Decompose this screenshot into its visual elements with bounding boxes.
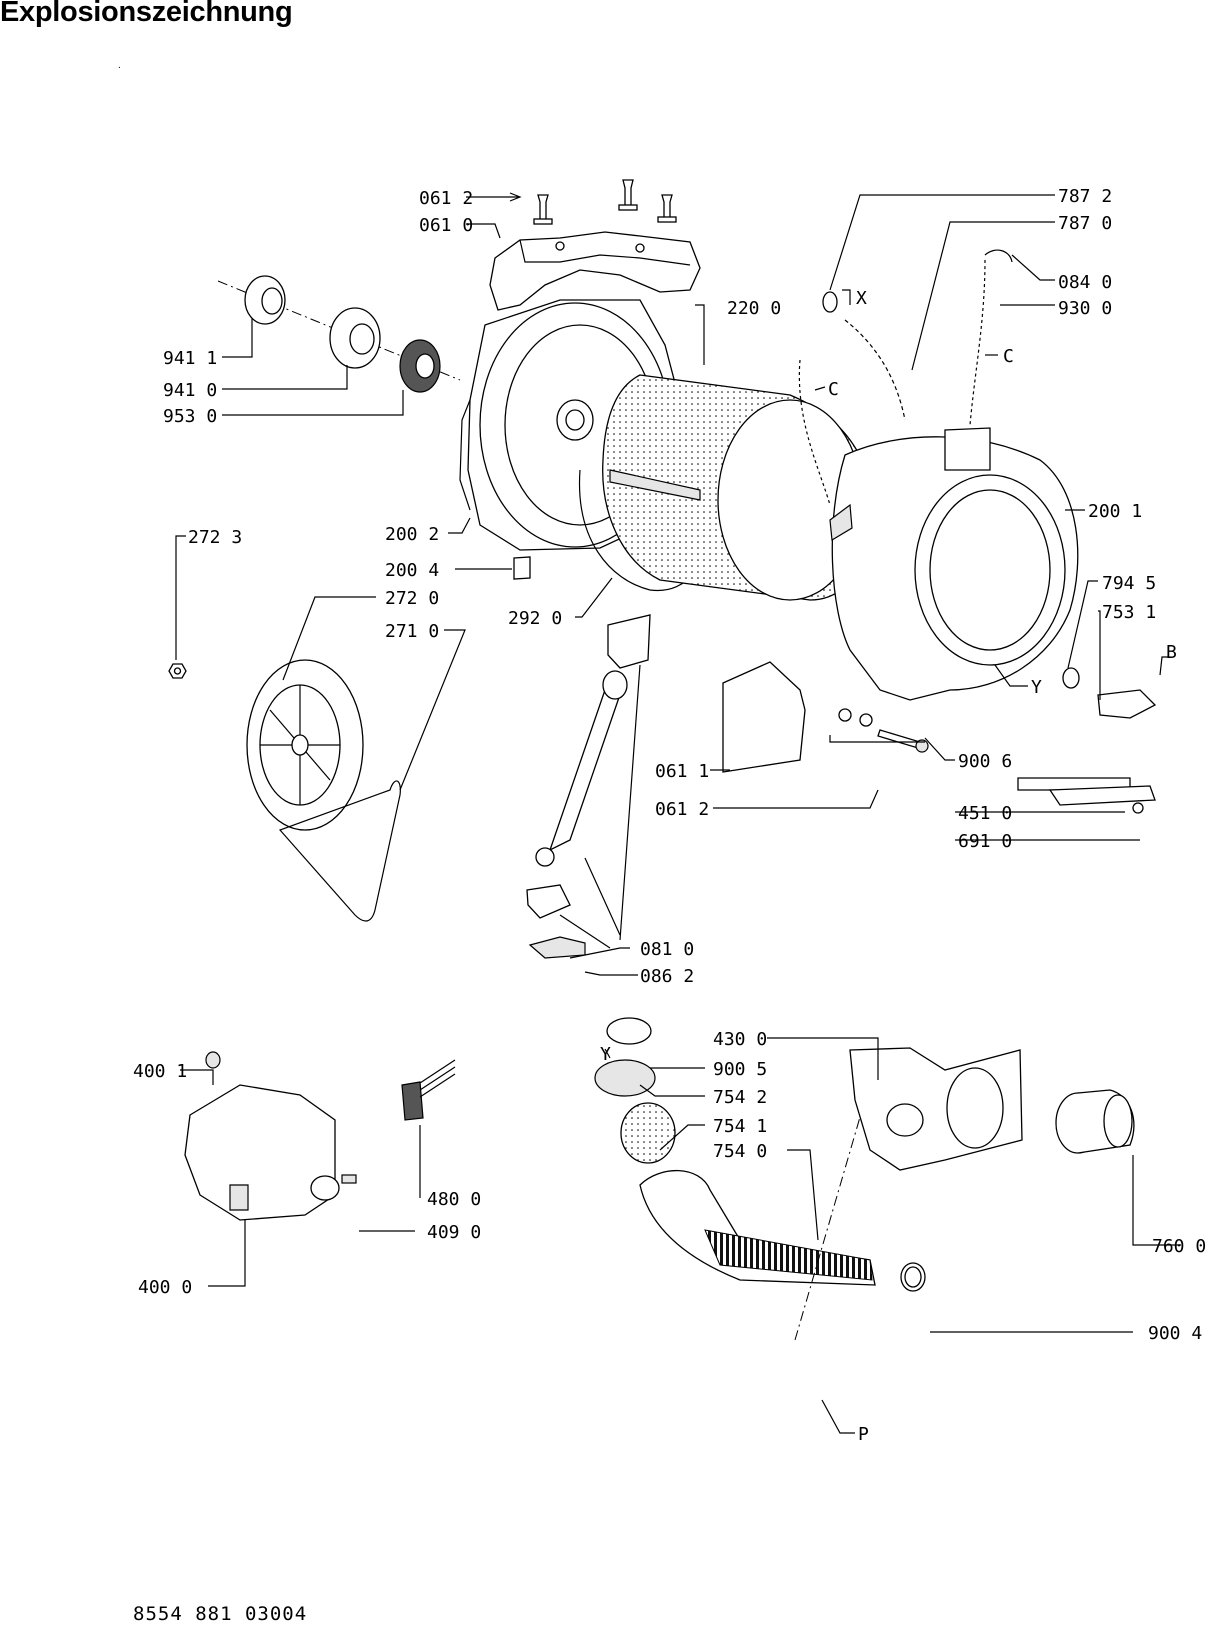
label-200-2: 200 2 — [385, 524, 439, 545]
clamp-900-4 — [900, 1262, 926, 1292]
label-900-6: 900 6 — [958, 751, 1012, 772]
label-086-2: 086 2 — [640, 966, 694, 987]
hoses — [798, 249, 1013, 506]
label-760-0: 760 0 — [1152, 1236, 1206, 1257]
sensor-753-1 — [1062, 667, 1157, 719]
label-794-5: 794 5 — [1102, 573, 1156, 594]
label-292-0: 292 0 — [508, 608, 562, 629]
label-061-2-top: 061 2 — [419, 188, 473, 209]
label-x: X — [856, 288, 867, 309]
label-400-1: 400 1 — [133, 1061, 187, 1082]
label-787-0: 787 0 — [1058, 213, 1112, 234]
document-number: 8554 881 03004 — [133, 1603, 308, 1625]
pump-430-0 — [849, 1047, 1023, 1171]
label-941-0: 941 0 — [163, 380, 217, 401]
label-272-0: 272 0 — [385, 588, 439, 609]
label-409-0: 409 0 — [427, 1222, 481, 1243]
stray-dot: . — [118, 60, 121, 71]
label-900-4: 900 4 — [1148, 1323, 1202, 1344]
label-754-2: 754 2 — [713, 1087, 767, 1108]
label-400-0: 400 0 — [138, 1277, 192, 1298]
label-753-1: 753 1 — [1102, 602, 1156, 623]
pulley-272-0 — [246, 659, 364, 831]
top-bracket-061-0 — [489, 231, 701, 311]
label-787-2: 787 2 — [1058, 186, 1112, 207]
front-tub-200-1 — [829, 427, 1079, 701]
drain-hose-754-0 — [594, 1017, 876, 1341]
bolt-272-3 — [168, 663, 187, 679]
label-272-3: 272 3 — [188, 527, 242, 548]
label-451-0: 451 0 — [958, 803, 1012, 824]
label-200-1: 200 1 — [1088, 501, 1142, 522]
label-061-0: 061 0 — [419, 215, 473, 236]
filter-760-0 — [1055, 1089, 1135, 1154]
label-271-0: 271 0 — [385, 621, 439, 642]
label-p: P — [858, 1424, 869, 1445]
connector-480-0 — [401, 1059, 456, 1121]
label-754-1: 754 1 — [713, 1116, 767, 1137]
label-930-0: 930 0 — [1058, 298, 1112, 319]
label-c-right: C — [1003, 346, 1014, 367]
label-480-0: 480 0 — [427, 1189, 481, 1210]
label-754-0: 754 0 — [713, 1141, 767, 1162]
label-084-0: 084 0 — [1058, 272, 1112, 293]
label-y-upper: Y — [1031, 677, 1042, 698]
label-900-5: 900 5 — [713, 1059, 767, 1080]
label-220-0: 220 0 — [727, 298, 781, 319]
bearings — [217, 275, 461, 393]
label-941-1: 941 1 — [163, 348, 217, 369]
bolts-061-2 — [533, 179, 677, 225]
leader-lines — [175, 192, 1181, 1434]
label-y-lower: Y — [600, 1044, 611, 1065]
part-labels: 061 2 061 0 787 2 787 0 084 0 930 0 X 22… — [133, 186, 1206, 1445]
counterweight-061-1 — [722, 661, 929, 773]
label-081-0: 081 0 — [640, 939, 694, 960]
drum-220-0 — [602, 374, 873, 601]
shock-absorber — [535, 614, 651, 867]
label-953-0: 953 0 — [163, 406, 217, 427]
label-200-4: 200 4 — [385, 560, 439, 581]
label-061-2-lower: 061 2 — [655, 799, 709, 820]
motor-400-0 — [184, 1051, 357, 1221]
page-title: Explosionszeichnung — [0, 0, 293, 28]
label-430-0: 430 0 — [713, 1029, 767, 1050]
clips-081-0-086-2 — [526, 884, 586, 959]
label-061-1: 061 1 — [655, 761, 709, 782]
label-b: B — [1166, 642, 1177, 663]
clip-200-4 — [513, 556, 531, 580]
label-691-0: 691 0 — [958, 831, 1012, 852]
heater-451-0 — [1017, 777, 1156, 814]
label-c-mid: C — [828, 379, 839, 400]
belt-271-0 — [278, 780, 401, 922]
